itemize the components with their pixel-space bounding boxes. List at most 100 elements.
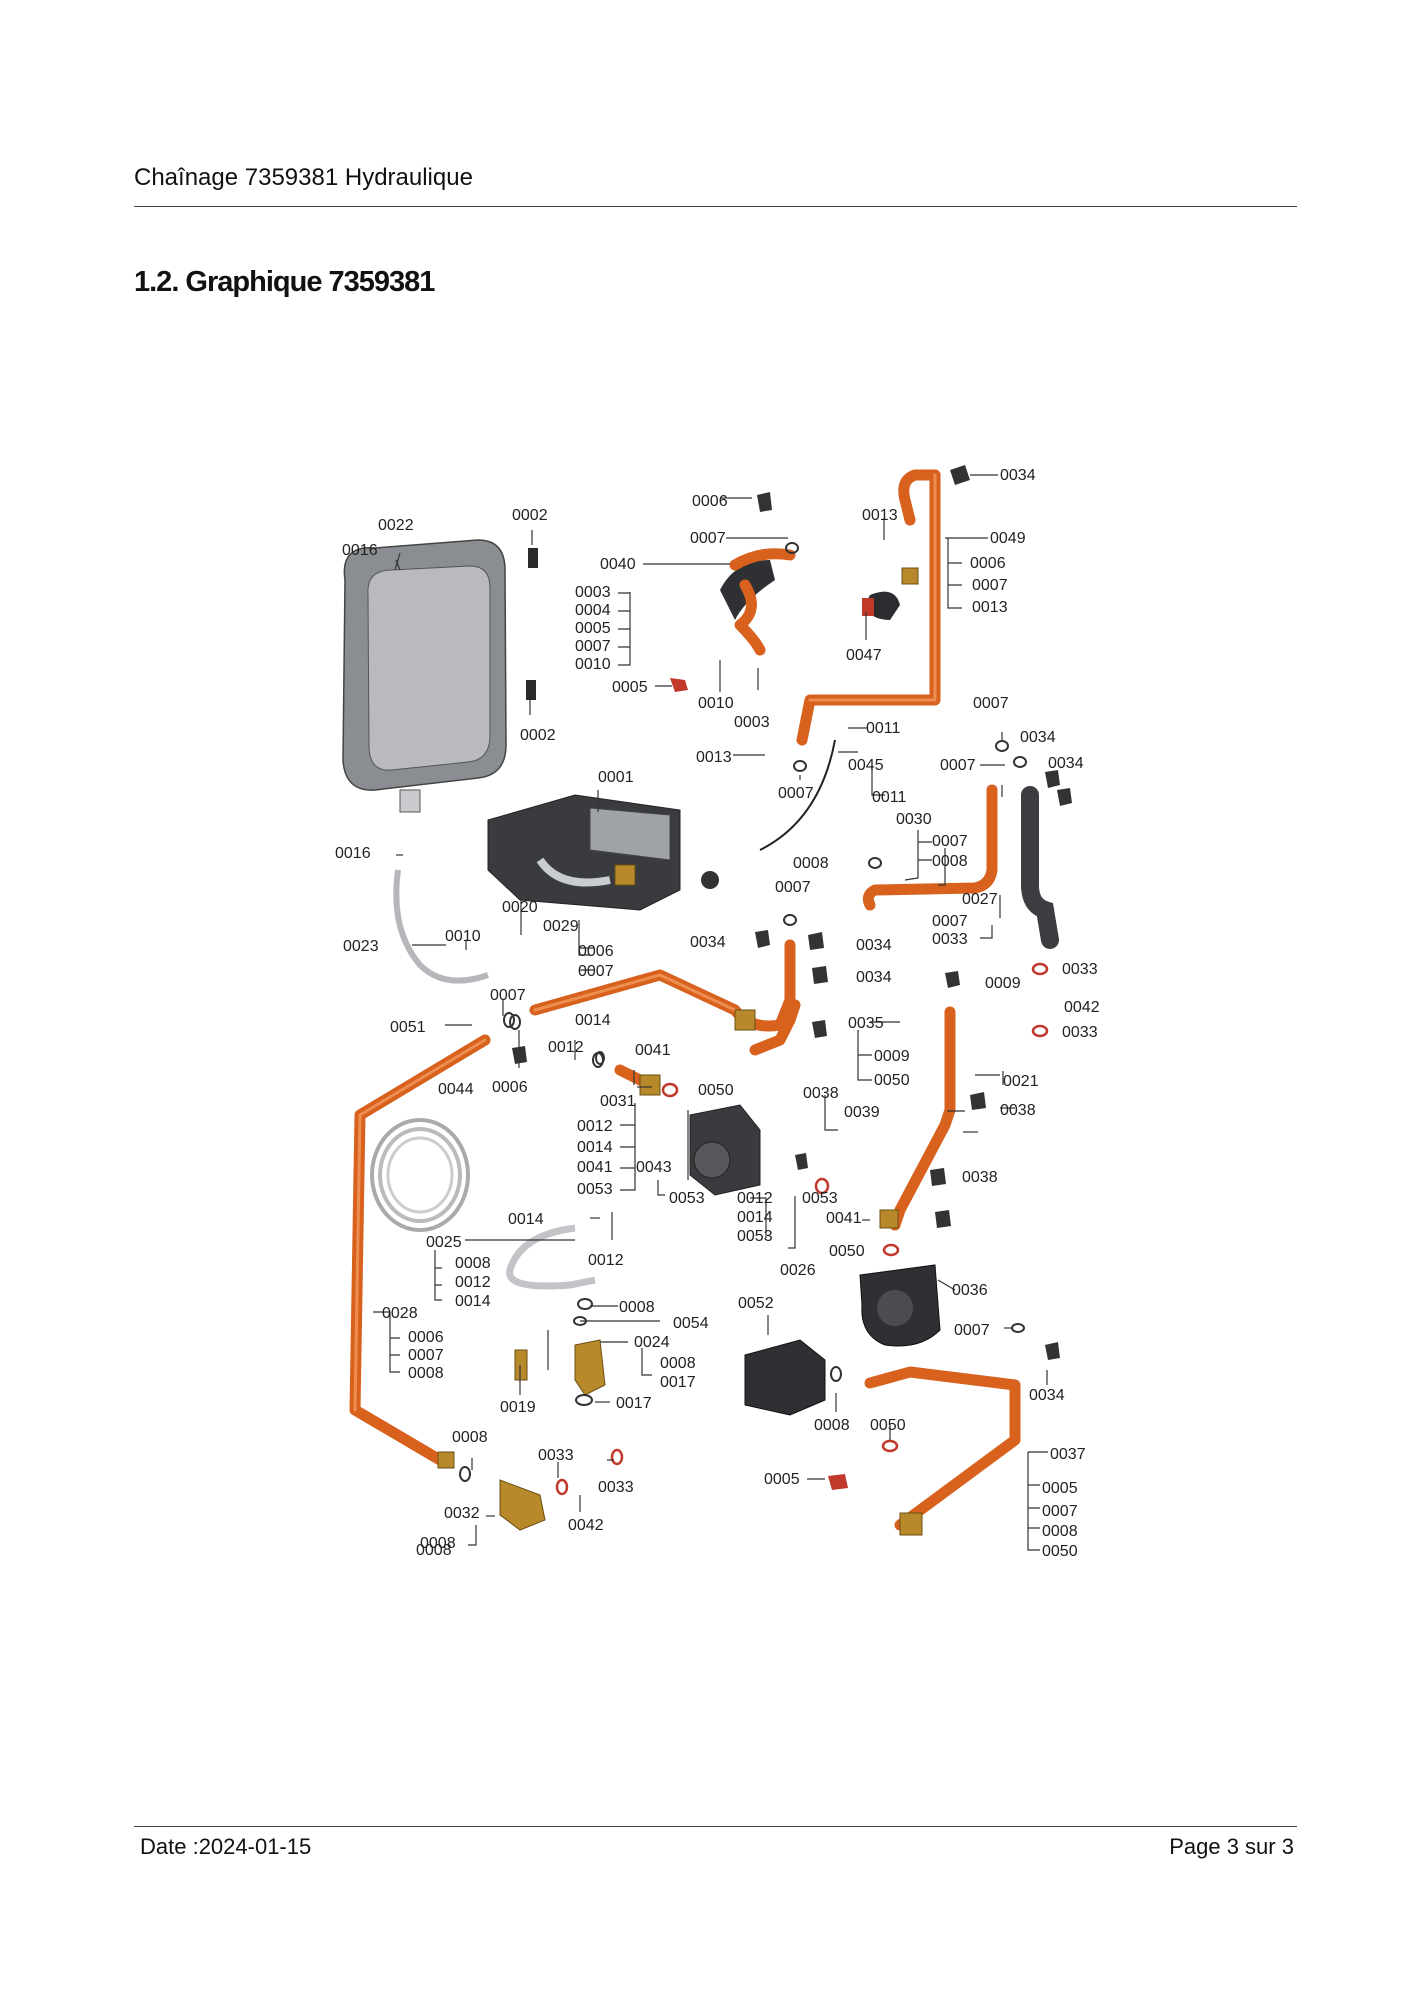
part-label: 0014 (577, 1139, 613, 1156)
plug (828, 1474, 848, 1490)
part-label: 0033 (538, 1447, 574, 1464)
part-label: 0033 (598, 1479, 634, 1496)
part-label: 0044 (438, 1081, 474, 1098)
part-label: 0041 (826, 1210, 862, 1227)
part-label: 0007 (972, 577, 1008, 594)
section-heading: 1.2. Graphique 7359381 (134, 266, 435, 298)
part-label: 0016 (335, 845, 371, 862)
part-label: 0038 (1000, 1102, 1036, 1119)
part-label: 0032 (444, 1505, 480, 1522)
part-label: 0050 (870, 1417, 906, 1434)
part-label: 0053 (737, 1228, 773, 1245)
leader-lines (373, 474, 1048, 1551)
part-label: 0023 (343, 938, 379, 955)
part-label: 0047 (846, 647, 882, 664)
part-label: 0024 (634, 1334, 670, 1351)
part-label: 0037 (1050, 1446, 1086, 1463)
pump-body (859, 1264, 941, 1347)
part-label: 0006 (408, 1329, 444, 1346)
part-label: 0007 (775, 879, 811, 896)
part-label: 0011 (872, 789, 907, 806)
part-label: 0006 (492, 1079, 528, 1096)
coiled-hose (370, 1118, 470, 1232)
part-label: 0045 (848, 757, 884, 774)
part-label: 0007 (575, 638, 611, 655)
hydraulic-block (487, 794, 681, 911)
part-label: 0030 (896, 811, 932, 828)
part-label: 0021 (1003, 1073, 1039, 1090)
footer-divider (134, 1826, 1297, 1827)
footer-page-total: 3 (1281, 1834, 1294, 1859)
pump-head (689, 1104, 761, 1196)
part-label: 0010 (575, 656, 611, 673)
part-label: 0005 (764, 1471, 800, 1488)
part-label: 0014 (508, 1211, 544, 1228)
part-label: 0008 (1042, 1523, 1078, 1540)
part-label: 0029 (543, 918, 579, 935)
part-label: 0008 (660, 1355, 696, 1372)
part-label: 0004 (575, 602, 611, 619)
part-label: 0007 (1042, 1503, 1078, 1520)
part-label: 0014 (455, 1293, 491, 1310)
part-label: 0007 (932, 913, 968, 930)
fitting (734, 1009, 756, 1031)
part-label: 0005 (575, 620, 611, 637)
part-label: 0005 (612, 679, 648, 696)
part-label: 0038 (962, 1169, 998, 1186)
part-label: 0017 (660, 1374, 696, 1391)
drain-cock (574, 1339, 606, 1396)
part-label: 0028 (382, 1305, 418, 1322)
part-label: 0008 (408, 1365, 444, 1382)
part-label: 0009 (874, 1048, 910, 1065)
part-label: 0007 (778, 785, 814, 802)
part-label: 0012 (737, 1190, 773, 1207)
part-label: 0011 (866, 720, 901, 737)
part-label: 0034 (1029, 1387, 1065, 1404)
part-label: 0022 (378, 517, 414, 534)
footer-page-label: Page 3 sur (1169, 1834, 1276, 1859)
part-label: 0012 (577, 1118, 613, 1135)
part-label: 0012 (548, 1039, 584, 1056)
part-labels: 0034000600070013004900060007001300400003… (335, 467, 1100, 1560)
part-label: 0008 (619, 1299, 655, 1316)
part-label: 0050 (874, 1072, 910, 1089)
part-label: 0008 (416, 1542, 452, 1559)
part-label: 0012 (588, 1252, 624, 1269)
part-label: 0003 (575, 584, 611, 601)
part-label: 0033 (1062, 1024, 1098, 1041)
part-label: 0014 (737, 1209, 773, 1226)
part-label: 0038 (803, 1085, 839, 1102)
part-label: 0035 (848, 1015, 884, 1032)
part-label: 0014 (575, 1012, 611, 1029)
part-label: 0034 (856, 937, 892, 954)
fitting (639, 1074, 661, 1096)
part-label: 0007 (973, 695, 1009, 712)
part-label: 0050 (698, 1082, 734, 1099)
part-label: 0040 (600, 556, 636, 573)
drain-valve (499, 1479, 546, 1531)
part-label: 0053 (802, 1190, 838, 1207)
part-label: 0007 (408, 1347, 444, 1364)
part-label: 0041 (635, 1042, 671, 1059)
fitting (899, 1512, 923, 1536)
part-label: 0020 (502, 899, 538, 916)
part-label: 0052 (738, 1295, 774, 1312)
part-label: 0005 (1042, 1480, 1078, 1497)
valve (514, 1349, 528, 1381)
part-label: 0039 (844, 1104, 880, 1121)
part-label: 0033 (1062, 961, 1098, 978)
part-label: 0034 (690, 934, 726, 951)
part-label: 0003 (734, 714, 770, 731)
part-label: 0042 (568, 1517, 604, 1534)
part-label: 0006 (578, 943, 614, 960)
part-label: 0008 (455, 1255, 491, 1272)
pump-motor (744, 1339, 826, 1416)
clips (512, 465, 1072, 1360)
part-label: 0002 (512, 507, 548, 524)
footer-page-number: Page 3 sur 3 (1169, 1834, 1294, 1860)
part-label: 0016 (342, 542, 378, 559)
part-label: 0025 (426, 1234, 462, 1251)
part-label: 0007 (954, 1322, 990, 1339)
part-label: 0050 (1042, 1543, 1078, 1560)
